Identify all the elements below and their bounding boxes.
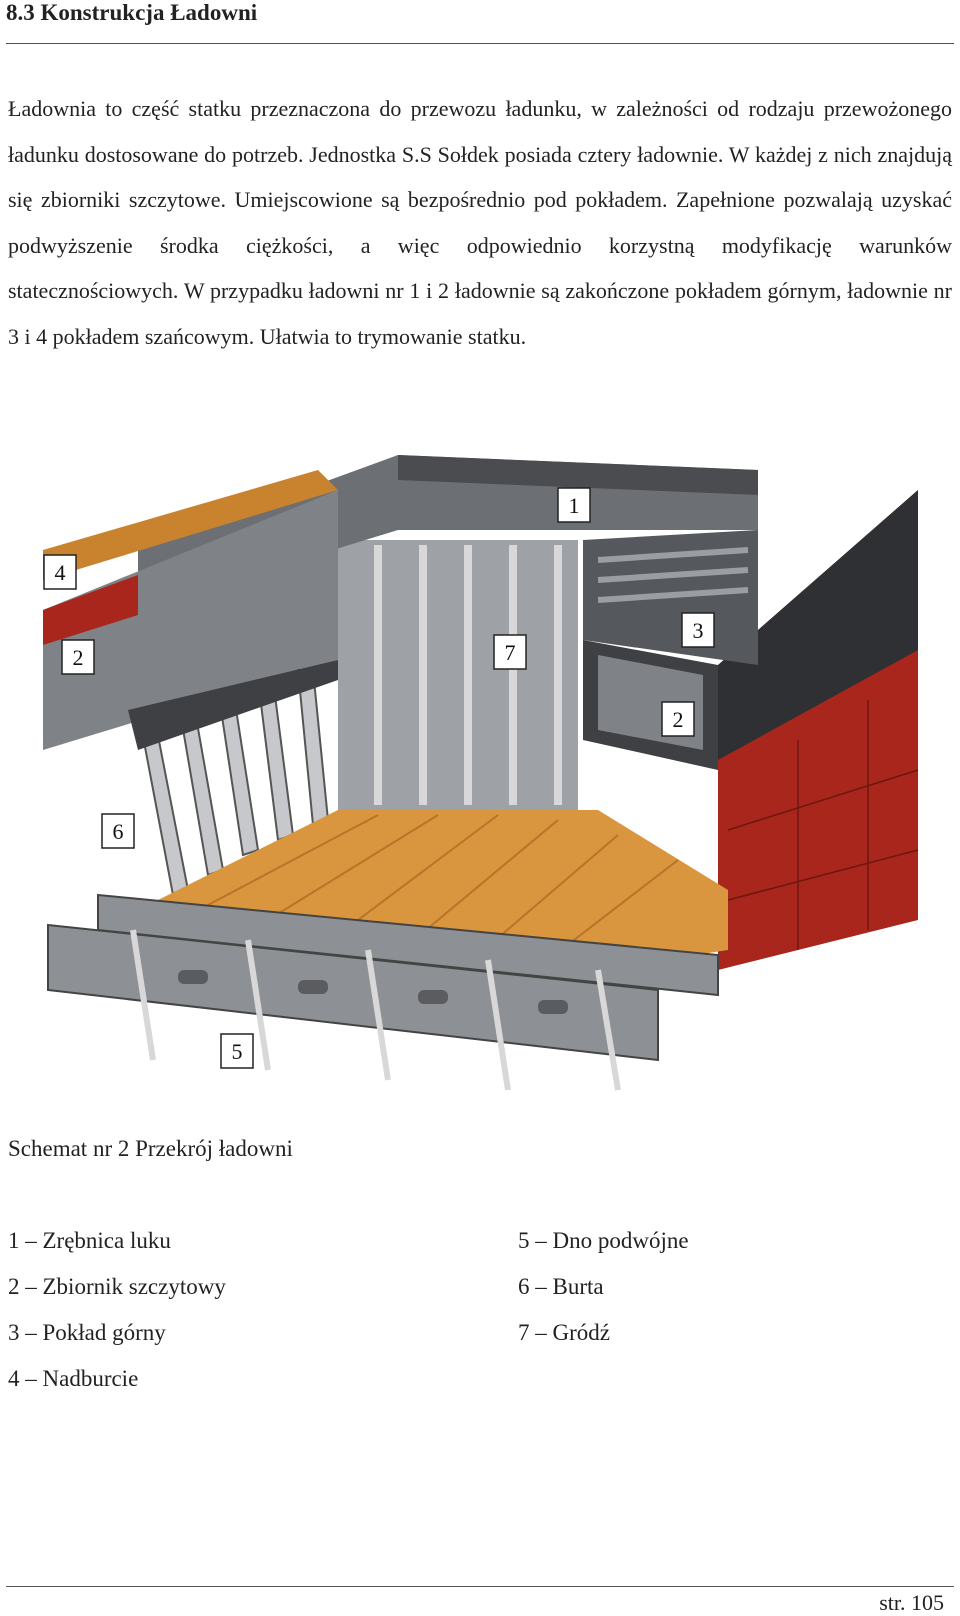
svg-text:3: 3 (693, 618, 704, 643)
callout-5: 5 (220, 1033, 254, 1069)
callout-3: 3 (681, 612, 715, 648)
svg-text:2: 2 (673, 707, 684, 732)
page-number: str. 105 (879, 1590, 944, 1615)
legend-item: 2 – Zbiornik szczytowy (8, 1274, 226, 1299)
heading-rule (6, 43, 954, 44)
wing-tank-left (43, 490, 338, 750)
legend-item: 3 – Pokład górny (8, 1320, 166, 1345)
figure-caption: Schemat nr 2 Przekrój ładowni (8, 1136, 293, 1161)
callout-4: 4 (43, 554, 77, 590)
callout-7: 7 (493, 634, 527, 670)
legend-item: 7 – Gródź (518, 1320, 610, 1345)
svg-text:5: 5 (232, 1039, 243, 1064)
svg-text:4: 4 (55, 560, 66, 585)
legend-item: 1 – Zrębnica luku (8, 1228, 171, 1253)
callout-2-right: 2 (661, 701, 695, 737)
legend-item: 4 – Nadburcie (8, 1366, 139, 1391)
callout-6: 6 (101, 813, 135, 849)
body-paragraph: Ładownia to część statku przeznaczona do… (8, 96, 952, 349)
legend-right: 5 – Dno podwójne 6 – Burta 7 – Gródź (518, 1228, 689, 1366)
callout-1: 1 (557, 487, 591, 523)
legend-item: 6 – Burta (518, 1274, 604, 1299)
callout-2-left: 2 (61, 639, 95, 675)
legend-left: 1 – Zrębnica luku 2 – Zbiornik szczytowy… (8, 1228, 226, 1412)
svg-text:7: 7 (505, 640, 516, 665)
cargo-hold-illustration: 1 2 3 4 5 6 7 2 (38, 450, 960, 1120)
svg-text:2: 2 (73, 645, 84, 670)
footer-rule (6, 1586, 954, 1587)
bulkhead (338, 540, 578, 810)
svg-text:6: 6 (113, 819, 124, 844)
double-bottom (47, 893, 719, 1062)
legend-item: 5 – Dno podwójne (518, 1228, 689, 1253)
section-heading: 8.3 Konstrukcja Ładowni (6, 0, 258, 25)
svg-text:1: 1 (569, 493, 580, 518)
